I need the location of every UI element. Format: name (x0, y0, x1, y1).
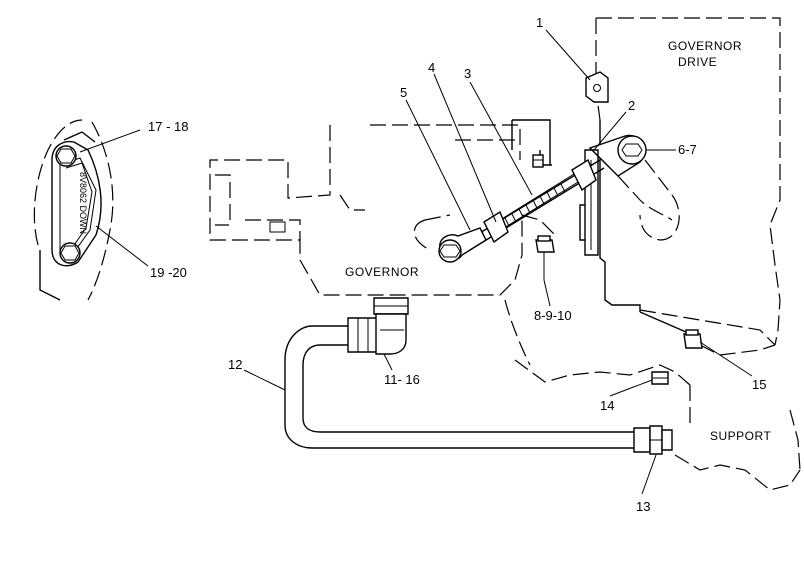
callout-19-20: 19 -20 (150, 265, 187, 280)
lock-nut-upper (571, 158, 597, 192)
bolt-8-9-10 (521, 214, 556, 280)
callout-15: 15 (752, 377, 766, 392)
callout-8-9-10: 8-9-10 (534, 308, 572, 323)
callout-2: 2 (628, 98, 635, 113)
callout-1: 1 (536, 15, 543, 30)
plate-stamp-text: 8V8062 DOWN (78, 172, 88, 234)
bolt-14 (651, 371, 669, 385)
plate-inset-detail: 8V8062 DOWN (33, 119, 149, 301)
governor-drive-label-line2: DRIVE (678, 55, 717, 69)
callout-5: 5 (400, 85, 407, 100)
callout-4: 4 (428, 60, 435, 75)
plate (51, 140, 102, 267)
oil-tube (284, 325, 636, 449)
callout-17-18: 17 - 18 (148, 119, 188, 134)
callout-14: 14 (600, 398, 614, 413)
bolt-head-bottom (59, 242, 81, 264)
lock-nut-lower (483, 210, 509, 244)
callout-11-16: 11- 16 (384, 372, 420, 387)
clip-bolt (585, 71, 609, 103)
governor-label: GOVERNOR (345, 265, 419, 279)
support-label: SUPPORT (710, 429, 771, 443)
straight-fitting (633, 425, 673, 455)
bolt-head-top (55, 145, 77, 167)
callout-12: 12 (228, 357, 242, 372)
callout-13: 13 (636, 499, 650, 514)
leader-lines (243, 29, 753, 495)
callout-3: 3 (464, 66, 471, 81)
governor-drive-label-line1: GOVERNOR (668, 39, 742, 53)
leader-17-18 (79, 129, 141, 153)
elbow-fitting (347, 297, 409, 355)
leader-19-20 (95, 225, 149, 267)
governor-drive-housing (511, 17, 801, 491)
small-bolt-upper (532, 154, 544, 168)
governor-housing (209, 124, 531, 366)
rod-assembly (413, 158, 605, 263)
lever-arm (588, 134, 680, 241)
bolt-15 (639, 311, 703, 349)
callout-6-7: 6-7 (678, 142, 697, 157)
